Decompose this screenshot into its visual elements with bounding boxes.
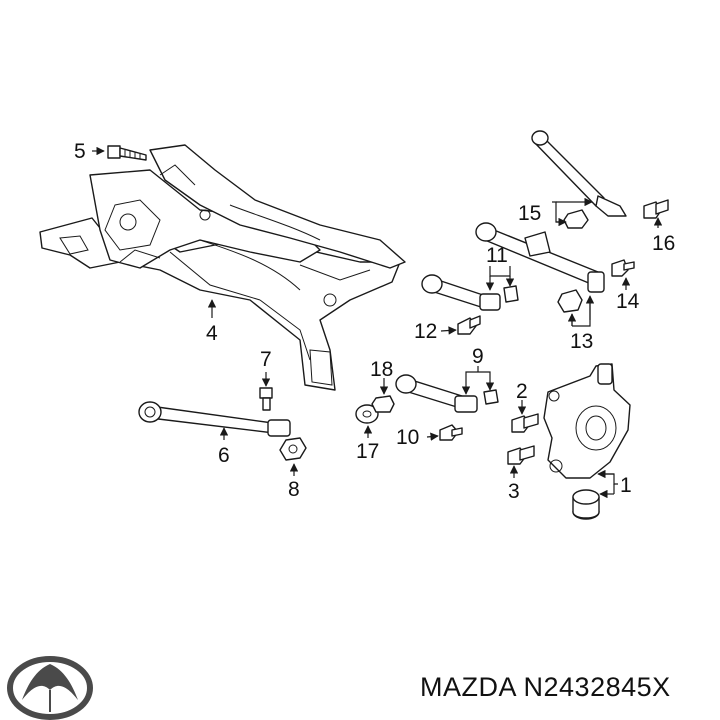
knuckle-1 <box>543 363 631 479</box>
leader-lines <box>92 146 663 499</box>
callout-12: 12 <box>414 320 437 343</box>
callout-18: 18 <box>370 358 393 381</box>
callout-11: 11 <box>486 244 508 267</box>
crossmember-subframe <box>39 144 406 391</box>
callout-10: 10 <box>396 426 419 449</box>
bolt-10 <box>439 424 463 441</box>
bolt-12 <box>457 315 481 335</box>
callout-9: 9 <box>472 345 484 368</box>
bolt-14 <box>611 259 635 277</box>
nut-18 <box>371 395 395 413</box>
callout-labels: 1 2 3 4 5 6 7 8 9 10 11 12 13 14 15 16 1… <box>74 140 675 503</box>
callout-5: 5 <box>74 140 86 163</box>
bolt-3 <box>507 445 535 465</box>
bolt-2 <box>511 413 539 433</box>
callout-16: 16 <box>652 232 675 255</box>
callout-1: 1 <box>620 474 632 497</box>
link-11 <box>421 274 519 311</box>
washer-17 <box>355 404 379 424</box>
upper-link-15 <box>531 130 627 229</box>
lateral-link-6 <box>138 401 291 437</box>
callout-3: 3 <box>508 480 520 503</box>
callout-17: 17 <box>356 440 379 463</box>
trailing-link-13 <box>475 222 605 313</box>
callout-13: 13 <box>570 330 593 353</box>
link-9 <box>395 374 499 413</box>
callout-6: 6 <box>218 444 230 467</box>
bolt-5 <box>107 145 147 161</box>
callout-14: 14 <box>616 290 640 313</box>
callout-8: 8 <box>288 478 300 501</box>
callout-2: 2 <box>516 380 528 403</box>
callout-4: 4 <box>206 322 218 345</box>
nut-8 <box>279 437 307 461</box>
bolt-16 <box>643 199 669 219</box>
part-number: N2432845X <box>523 672 671 702</box>
part-label: MAZDA N2432845X <box>420 672 671 703</box>
brand-name: MAZDA <box>420 672 516 702</box>
callout-15: 15 <box>518 202 541 225</box>
mazda-logo-icon <box>7 656 93 720</box>
bushing-1 <box>572 489 600 520</box>
bolt-7 <box>259 387 273 411</box>
callout-7: 7 <box>260 348 272 371</box>
